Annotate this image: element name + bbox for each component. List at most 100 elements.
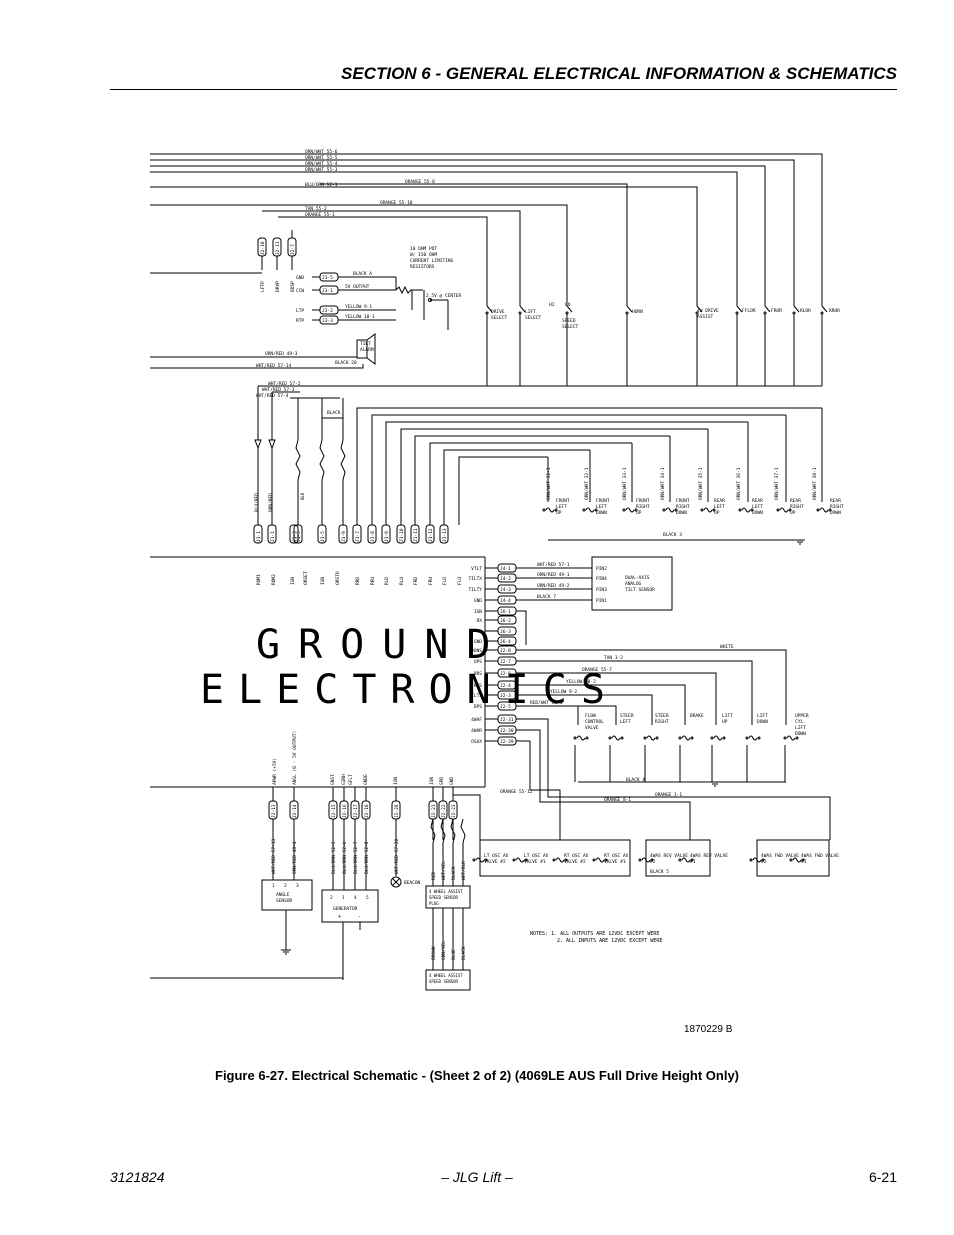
- valve-label: #1: [690, 859, 696, 865]
- valve-coil: [779, 507, 789, 513]
- connector: [497, 563, 517, 573]
- valve-label: #2: [650, 859, 656, 865]
- valve-label: RIGHT: [655, 719, 669, 725]
- valve-coil: [576, 735, 586, 741]
- pin-label: GINH: [341, 774, 347, 785]
- pin-label: 2: [284, 883, 287, 889]
- plug-label: PLUG: [429, 901, 439, 906]
- connector-label: J2-10: [260, 241, 266, 255]
- terminal: [789, 858, 793, 862]
- terminal: [750, 508, 754, 512]
- valve-coil: [748, 735, 758, 741]
- speed-plug: [425, 885, 471, 909]
- tilt-alarm: [356, 339, 368, 359]
- fwd-valve-block: [756, 839, 830, 877]
- connector: [367, 524, 377, 544]
- sensor-label: 4 WHEEL ASSIST: [429, 973, 463, 978]
- wire-label: 5V OUTPUT: [345, 284, 370, 290]
- pin-label: RRU: [370, 577, 376, 585]
- pin-label: PIN3: [596, 587, 607, 593]
- connector: [391, 800, 401, 820]
- wire-label: WHT/YEL: [441, 861, 447, 880]
- terminal: [690, 858, 694, 862]
- diode: [295, 439, 301, 481]
- valve-coil: [625, 507, 635, 513]
- pin-label: 4WAR: [471, 728, 482, 734]
- terminal: [749, 858, 753, 862]
- connector-label: J4-4: [500, 598, 511, 604]
- alarm-label: ALARM: [360, 347, 374, 353]
- connector-label: J2-18: [364, 804, 370, 818]
- footer-doc-number: 3121824: [110, 1169, 165, 1185]
- terminal: [573, 736, 577, 740]
- wire-label: WHT/RED 57-2: [268, 381, 301, 387]
- valve-label: UPPER: [795, 713, 809, 719]
- valve-label: UP: [636, 510, 642, 516]
- wire: [516, 684, 686, 725]
- wire: [516, 649, 787, 725]
- valve-coil: [713, 735, 723, 741]
- valve-label: DOWN: [757, 719, 768, 725]
- wire-label: ORN/RED 49-1: [537, 572, 570, 578]
- valve-label: REAR: [790, 498, 801, 504]
- wire: [458, 456, 548, 525]
- connector: [338, 524, 348, 544]
- valve-label: UP: [790, 510, 796, 516]
- alarm-label: TILT: [360, 341, 371, 347]
- switch-label: FFLOR: [742, 308, 756, 314]
- valve-label: REAR: [830, 498, 841, 504]
- valve-coil: [665, 507, 675, 513]
- wire-label: WHT/RED 57-13: [271, 838, 277, 874]
- switch: [696, 305, 703, 313]
- pin-label: ORSET: [303, 571, 309, 585]
- terminal: [738, 508, 742, 512]
- valve-label: FRONT: [596, 498, 610, 504]
- valve-label: REAR: [714, 498, 725, 504]
- pin-label: BRS: [474, 671, 482, 677]
- connector: [268, 800, 278, 820]
- wire: [150, 159, 795, 300]
- sensor-label: SENSOR: [276, 898, 293, 904]
- ground-electronics-title-2: ELECTRONICS: [200, 667, 619, 713]
- terminal: [712, 508, 716, 512]
- connector: [497, 690, 517, 700]
- wire: [150, 204, 568, 300]
- valve-label: FRONT: [556, 498, 570, 504]
- valve-coil: [786, 735, 796, 741]
- sensor-label: ANALOG: [625, 581, 642, 587]
- connector-label: J2-15: [331, 804, 337, 818]
- wire-label: ORN/WHT 34-1: [660, 467, 666, 500]
- connector-label: J4-1: [500, 566, 511, 572]
- connector-label: J2-14: [292, 804, 298, 818]
- terminal: [472, 858, 476, 862]
- connector-label: J1-5: [296, 531, 302, 542]
- valve-label: VALVE: [585, 725, 599, 731]
- wire: [452, 787, 481, 840]
- section-header: SECTION 6 - GENERAL ELECTRICAL INFORMATI…: [341, 64, 897, 83]
- terminal: [608, 736, 612, 740]
- wire-label: BLACK: [461, 946, 467, 960]
- sensor-label: SPEED SENSOR: [429, 979, 458, 984]
- wire: [150, 186, 698, 300]
- pin-label: 3: [296, 883, 299, 889]
- wire-label: BLK: [300, 492, 305, 500]
- valve-coil: [703, 507, 713, 513]
- polarity: -: [358, 914, 361, 920]
- terminal: [710, 736, 714, 740]
- connector: [497, 573, 517, 583]
- pin-label: IGN: [320, 577, 326, 585]
- connector: [497, 615, 517, 625]
- valve-coil: [515, 857, 525, 863]
- pot-note: CURRENT LIMITING: [410, 258, 454, 264]
- valve-label: 4WAS FWD VALVE: [801, 853, 839, 859]
- terminal: [722, 736, 726, 740]
- connector-label: J2-7: [500, 659, 511, 665]
- terminal: [757, 736, 761, 740]
- connector: [381, 524, 391, 544]
- pin-label: FRU: [428, 577, 434, 585]
- valve-label: LIFT: [795, 725, 806, 731]
- connector: [289, 800, 299, 820]
- wire-label: ORANGE 55-8: [405, 179, 435, 185]
- wire-label: BLUE: [451, 949, 457, 960]
- valve-label: RIGHT: [636, 504, 650, 510]
